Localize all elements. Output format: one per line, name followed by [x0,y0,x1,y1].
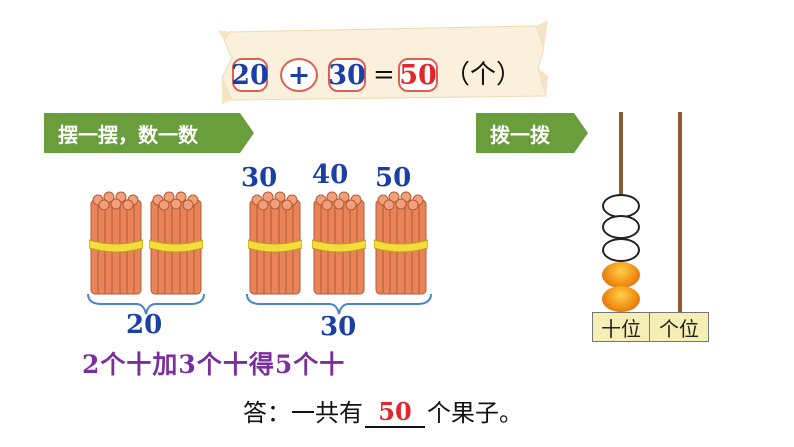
tens-sentence: 2个十加3个十得5个十 [82,345,345,381]
brace-label-left: 20 [126,310,163,340]
bead-orange [602,262,640,288]
equation-result: 50 [398,58,438,92]
equals-sign: = [373,60,395,90]
sentence-num-2: 2 [82,350,101,379]
answer-prefix: 答：一共有 [243,399,363,427]
count-label-40: 40 [312,160,349,190]
stick-bundle [374,191,428,295]
equation-addend-2: 30 [328,58,366,92]
brace-label-right: 30 [320,312,357,342]
arrange-count-label: 摆一摆，数一数 [58,122,198,147]
stick-bundle [248,191,302,295]
count-label-30: 30 [241,163,278,193]
sentence-num-3: 3 [178,350,197,379]
equation-addend-1: 20 [231,58,269,92]
ones-place-label: 个位 [649,312,709,342]
plus-sign: + [280,58,318,92]
sentence-text-1: 个十加 [100,350,179,379]
ones-rod [678,112,682,312]
stick-bundle [149,191,203,295]
count-label-50: 50 [375,163,412,193]
bead-white [602,215,640,239]
answer-suffix: 个果子。 [427,399,523,427]
equation-unit: （个） [444,60,523,90]
answer-blank: 50 [365,397,425,428]
arrange-count-tag: 摆一摆，数一数 [44,113,254,153]
sentence-text-3: 个十 [293,350,346,379]
tens-place-label: 十位 [592,312,650,342]
stick-bundle [312,191,366,295]
brace-right [246,293,432,315]
abacus-tag-label: 拨一拨 [490,122,550,147]
bead-orange [602,286,640,312]
sentence-num-5: 5 [274,350,294,379]
answer-line: 答：一共有 50 个果子。 [243,393,523,428]
brace-left [87,293,205,315]
equation-banner: 20 + 30 = 50 （个） [218,18,548,104]
abacus-tag: 拨一拨 [476,113,588,153]
bead-white [602,238,640,262]
stick-bundle [89,191,143,295]
sentence-text-2: 个十得 [196,350,275,379]
